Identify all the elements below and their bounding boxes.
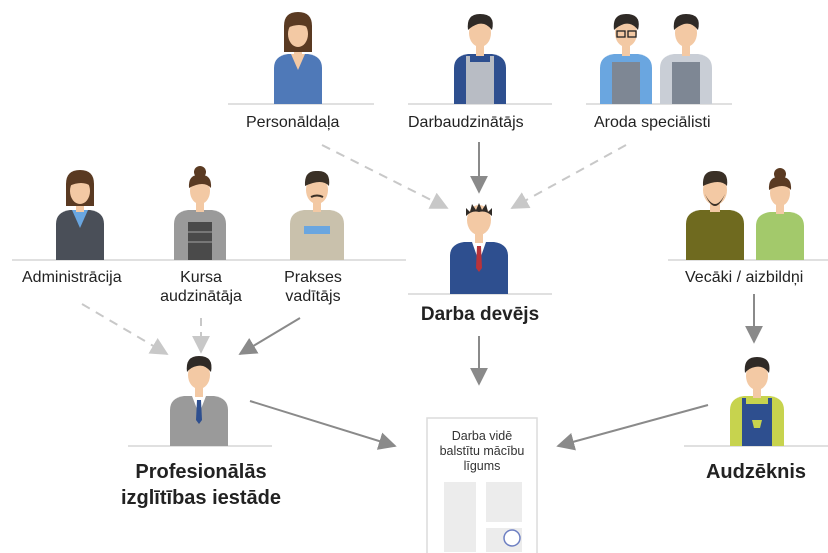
person-parents-icon: [686, 168, 804, 260]
person-specialists-icon: [600, 14, 712, 104]
arrows: [81, 142, 763, 451]
label-kursa-line1: Kursa: [180, 269, 222, 286]
label-school-line1: Profesionālās: [135, 461, 267, 483]
person-hr-icon: [274, 12, 322, 104]
label-darba-devejs: Darba devējs: [420, 304, 540, 325]
document-title-line2: balstītu mācību: [439, 444, 525, 458]
person-student-icon: [730, 357, 784, 446]
person-mentor-icon: [454, 14, 506, 104]
arrow-student-to-document: [556, 404, 709, 451]
label-personaldala: Personāldaļa: [246, 114, 340, 131]
label-prakses-line2: vadītājs: [285, 288, 341, 305]
label-school-line2: izglītības iestāde: [120, 487, 282, 509]
arrow-school-to-document: [249, 400, 397, 450]
person-administration-icon: [56, 170, 104, 260]
person-school-icon: [170, 356, 228, 446]
arrow-personaldala-to-employer: [321, 144, 449, 209]
document-title-line1: Darba vidē: [451, 429, 513, 443]
arrow-administracija-to-school: [81, 303, 169, 355]
person-employer-icon: [450, 203, 508, 294]
agreement-document: [426, 417, 538, 553]
label-aroda-specialisti: Aroda speciālisti: [594, 114, 711, 131]
document-title-line3: līgums: [463, 459, 501, 473]
person-class-teacher-icon: [174, 166, 226, 260]
arrow-aroda-to-employer: [510, 144, 627, 209]
label-audzeknis: Audzēknis: [705, 461, 807, 483]
label-vecaki: Vecāki / aizbildņi: [685, 269, 804, 286]
label-administracija: Administrācija: [22, 269, 122, 286]
person-practice-supervisor-icon: [290, 170, 344, 260]
label-kursa-line2: audzinātāja: [160, 288, 242, 305]
stamp-icon: [503, 529, 521, 547]
label-darbaudzinatajs: Darbaudzinātājs: [408, 114, 524, 131]
arrow-prakses-to-school: [238, 317, 301, 355]
label-prakses-line1: Prakses: [284, 269, 342, 286]
